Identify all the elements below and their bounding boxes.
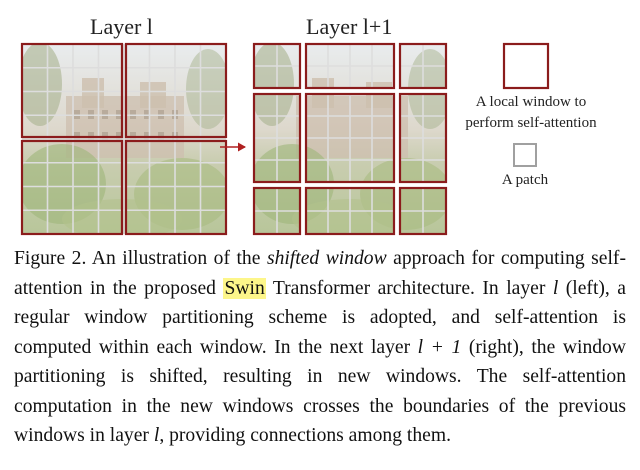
caption-layer-l: l xyxy=(552,277,559,299)
legend-patch-swatch xyxy=(513,143,537,167)
caption-swin-highlight: Swin xyxy=(223,277,266,299)
local-window xyxy=(20,139,124,236)
layer-l1-label: Layer l+1 xyxy=(306,14,393,39)
layer-l-label: Layer l xyxy=(90,14,153,39)
caption-shifted-window: shifted window xyxy=(266,248,387,269)
caption-part3: Transformer architecture. In layer xyxy=(265,277,553,299)
layer-l-grid xyxy=(20,42,228,236)
caption-part4: (left), a regular window partitioning sc… xyxy=(14,277,626,358)
shifted-local-window xyxy=(304,186,396,236)
shifted-local-window xyxy=(304,92,396,184)
swin-figure xyxy=(20,42,550,236)
shifted-local-window xyxy=(252,92,302,184)
caption-layer-l-plus-1: l + 1 xyxy=(417,336,462,358)
legend-window-line1: A local window to xyxy=(475,94,587,110)
legend-patch-text: A patch xyxy=(501,172,549,188)
caption-part2: approach for computing self-attention in… xyxy=(14,248,626,299)
legend-window-line2: perform self-attention xyxy=(465,115,597,131)
shifted-local-window xyxy=(252,42,302,90)
caption-layer-l-2: l xyxy=(153,425,160,446)
caption-part5: (right), the window partitioning is shif… xyxy=(14,336,626,447)
legend-window-swatch xyxy=(502,42,550,90)
shifted-local-window xyxy=(398,186,448,236)
layer-l1-grid xyxy=(252,42,448,236)
legend-window-text: A local window to perform self-attention xyxy=(446,92,616,134)
figure-caption: Figure 2. An illustration of the shifted… xyxy=(14,244,626,451)
shifted-local-window xyxy=(398,92,448,184)
shifted-local-window xyxy=(398,42,448,90)
shifted-local-window xyxy=(304,42,396,90)
shifted-local-window xyxy=(252,186,302,236)
caption-prefix: Figure 2. An illustration of the xyxy=(14,248,267,269)
local-window xyxy=(124,42,228,139)
caption-part6: , providing connections among them. xyxy=(159,425,451,446)
local-window xyxy=(20,42,124,139)
arrow-icon xyxy=(220,142,246,152)
local-window xyxy=(124,139,228,236)
